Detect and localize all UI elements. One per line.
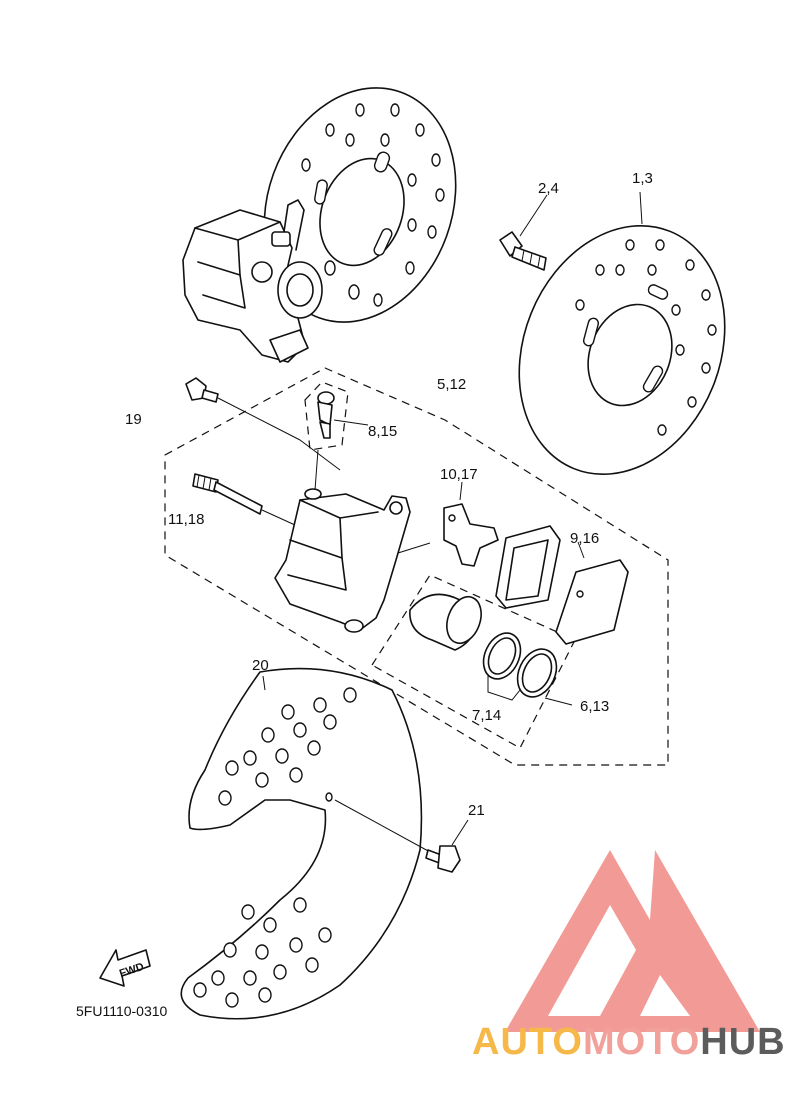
assembled-caliper (182, 199, 323, 363)
caliper-pin (192, 473, 296, 526)
callout-labels: 1,3 2,4 5,12 19 8,15 10,17 11,18 9,16 20… (125, 170, 653, 819)
callout-10-17: 10,17 (440, 466, 478, 483)
pad-spring (443, 481, 499, 567)
callout-7-14: 7,14 (472, 707, 501, 724)
callout-11-18: 11,18 (168, 511, 204, 528)
callout-5-12: 5,12 (437, 376, 466, 393)
callout-19: 19 (125, 411, 142, 428)
guard-bolt (334, 799, 469, 873)
watermark-moto: MOTO (583, 1021, 700, 1063)
bleed-bolt (185, 377, 341, 471)
callout-2-4: 2,4 (538, 180, 559, 197)
automotohub-logo-icon (505, 850, 760, 1032)
dust-seal (516, 648, 558, 698)
bleed-screw (314, 391, 369, 491)
brake-disc (518, 191, 726, 476)
diagram-code: 5FU1110-0310 (76, 1003, 168, 1019)
disc-bolt (499, 194, 548, 271)
caliper-piston (409, 593, 482, 651)
disc-guard (180, 667, 423, 1020)
watermark-text: AUTOMOTOHUB (472, 1021, 786, 1063)
callout-8-15: 8,15 (368, 423, 397, 440)
caliper-body (274, 488, 431, 633)
watermark-hub: HUB (700, 1021, 785, 1063)
callout-1-3: 1,3 (632, 170, 653, 187)
brake-pad-inner (495, 525, 561, 609)
callout-21: 21 (468, 802, 485, 819)
callout-6-13: 6,13 (580, 698, 609, 715)
callout-9-16: 9,16 (570, 530, 599, 547)
fwd-arrow-icon (99, 949, 151, 987)
caliper-assembly-outline (164, 367, 669, 766)
watermark-auto: AUTO (472, 1021, 583, 1063)
piston-seal (482, 632, 522, 680)
callout-20: 20 (252, 657, 269, 674)
assembled-brake-disc (263, 87, 457, 323)
brake-pad-outer (555, 541, 629, 645)
